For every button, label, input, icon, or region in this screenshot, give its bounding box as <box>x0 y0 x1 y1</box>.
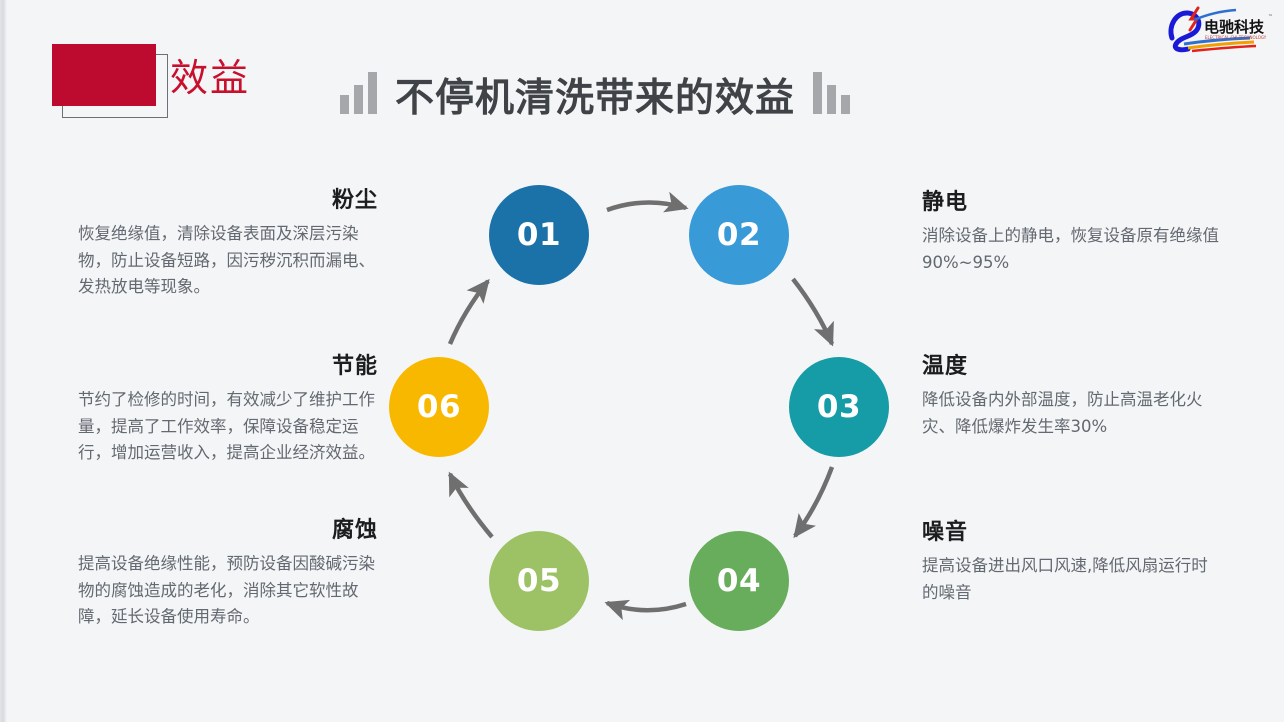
section-badge-label: 效益 <box>170 56 251 100</box>
cycle-node-03[interactable]: 03 <box>789 357 889 457</box>
benefit-title-dust: 粉尘 <box>331 188 378 213</box>
title-row: 不停机清洗带来的效益 <box>340 72 851 121</box>
benefit-block-static: 静电 消除设备上的静电，恢复设备原有绝缘值90%~95% <box>922 184 1222 276</box>
benefit-title-temperature: 温度 <box>922 354 969 379</box>
benefit-title-static: 静电 <box>922 190 969 215</box>
svg-text:ELECTRICAL CHI TECHNOLOGY: ELECTRICAL CHI TECHNOLOGY <box>1205 35 1267 40</box>
badge-filled-square <box>52 44 156 106</box>
benefit-block-corrosion: 腐蚀 提高设备绝缘性能，预防设备因酸碱污染物的腐蚀造成的老化，消除其它软性故障，… <box>78 512 378 631</box>
cycle-node-01[interactable]: 01 <box>489 185 589 285</box>
benefit-title-corrosion: 腐蚀 <box>331 518 378 543</box>
arrow-05-to-06 <box>447 471 494 539</box>
benefit-body-temperature: 降低设备内外部温度，防止高温老化火灾、降低爆炸发生率30% <box>922 390 1203 436</box>
arrow-04-to-05 <box>604 599 687 621</box>
benefit-body-energy: 节约了检修的时间，有效减少了维护工作量，提高了工作效率，保障设备稳定运行，增加运… <box>78 390 375 463</box>
benefit-block-dust: 粉尘 恢复绝缘值，清除设备表面及深层污染物，防止设备短路，因污秽沉积而漏电、发热… <box>78 182 378 301</box>
bar-chart-ascending-icon <box>340 72 377 118</box>
benefit-body-dust: 恢复绝缘值，清除设备表面及深层污染物，防止设备短路，因污秽沉积而漏电、发热放电等… <box>78 224 375 297</box>
svg-text:电驰科技: 电驰科技 <box>1204 18 1265 36</box>
page-title: 不停机清洗带来的效益 <box>395 76 796 121</box>
benefit-block-noise: 噪音 提高设备进出风口风速,降低风扇运行时的噪音 <box>922 514 1222 606</box>
benefit-title-energy: 节能 <box>331 354 378 379</box>
arrow-03-to-04 <box>793 466 835 539</box>
arrow-02-to-03 <box>791 277 835 347</box>
svg-text:™: ™ <box>1268 14 1273 20</box>
arrow-06-to-01 <box>447 278 490 345</box>
arrow-01-to-02 <box>606 191 689 213</box>
cycle-node-05[interactable]: 05 <box>489 531 589 631</box>
left-edge-shadow <box>0 0 7 722</box>
cycle-node-06[interactable]: 06 <box>389 357 489 457</box>
benefit-block-temperature: 温度 降低设备内外部温度，防止高温老化火灾、降低爆炸发生率30% <box>922 348 1222 440</box>
benefit-title-noise: 噪音 <box>922 520 969 545</box>
benefit-body-noise: 提高设备进出风口风速,降低风扇运行时的噪音 <box>922 556 1208 602</box>
bar-chart-descending-icon <box>813 72 851 118</box>
cycle-node-02[interactable]: 02 <box>689 185 789 285</box>
benefit-body-corrosion: 提高设备绝缘性能，预防设备因酸碱污染物的腐蚀造成的老化，消除其它软性故障，延长设… <box>78 554 375 627</box>
benefit-body-static: 消除设备上的静电，恢复设备原有绝缘值90%~95% <box>922 226 1219 272</box>
cycle-node-04[interactable]: 04 <box>689 531 789 631</box>
company-logo: 电驰科技 ELECTRICAL CHI TECHNOLOGY ™ <box>1164 4 1276 54</box>
benefit-block-energy: 节能 节约了检修的时间，有效减少了维护工作量，提高了工作效率，保障设备稳定运行，… <box>78 348 378 467</box>
section-badge <box>52 44 182 122</box>
